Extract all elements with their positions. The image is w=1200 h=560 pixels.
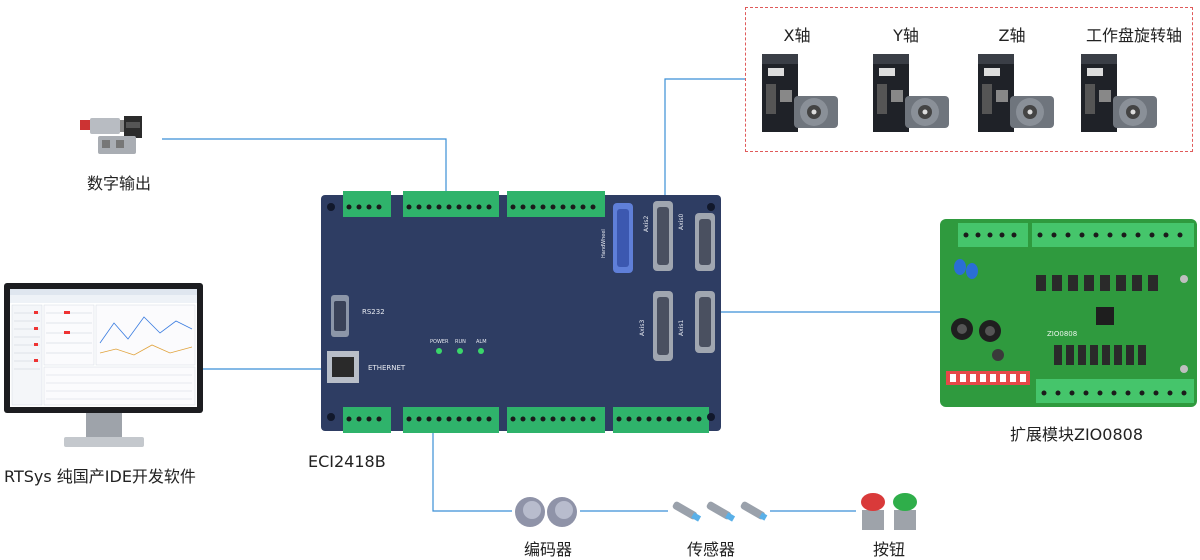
x-axis-label: X轴 xyxy=(783,26,811,45)
alm-led-label: ALM xyxy=(476,339,487,345)
encoder-icon xyxy=(515,497,577,527)
controller-board xyxy=(321,191,721,433)
expansion-module-board xyxy=(940,219,1197,407)
power-led-label: POWER xyxy=(430,339,449,345)
expansion-chip-text: ZIO0808 xyxy=(1047,330,1078,338)
solenoid-valve-icon xyxy=(80,116,142,154)
software-monitor xyxy=(4,283,203,447)
axis1-port-label: Axis1 xyxy=(678,319,685,336)
servo-drive-motor-y xyxy=(873,54,949,132)
handwheel-port-label: HandWheel xyxy=(601,229,607,258)
rs232-label: RS232 xyxy=(362,308,385,316)
run-led-label: RUN xyxy=(455,339,466,345)
servo-axes-group xyxy=(745,7,1193,152)
controller-label: ECI2418B xyxy=(308,452,386,471)
ethernet-label: ETHERNET xyxy=(368,364,406,372)
servo-drive-motor-rotary xyxy=(1081,54,1157,132)
rotary-axis-label: 工作盘旋转轴 xyxy=(1085,26,1183,45)
axis3-port-label: Axis3 xyxy=(639,319,646,336)
push-button-icon xyxy=(861,493,917,530)
expansion-module-label: 扩展模块ZIO0808 xyxy=(1010,425,1143,444)
servo-drive-motor-z xyxy=(978,54,1054,132)
z-axis-label: Z轴 xyxy=(998,26,1026,45)
y-axis-label: Y轴 xyxy=(893,26,919,45)
sensor-icon xyxy=(672,501,768,522)
axis2-port-label: Axis2 xyxy=(643,215,650,232)
servo-drive-motor-x xyxy=(762,54,838,132)
encoder-label: 编码器 xyxy=(523,540,573,559)
software-label: RTSys 纯国产IDE开发软件 xyxy=(4,467,196,486)
button-label: 按钮 xyxy=(872,540,906,559)
digital-output-label: 数字输出 xyxy=(86,174,152,193)
axis0-port-label: Axis0 xyxy=(678,213,685,230)
sensor-label: 传感器 xyxy=(686,540,736,559)
